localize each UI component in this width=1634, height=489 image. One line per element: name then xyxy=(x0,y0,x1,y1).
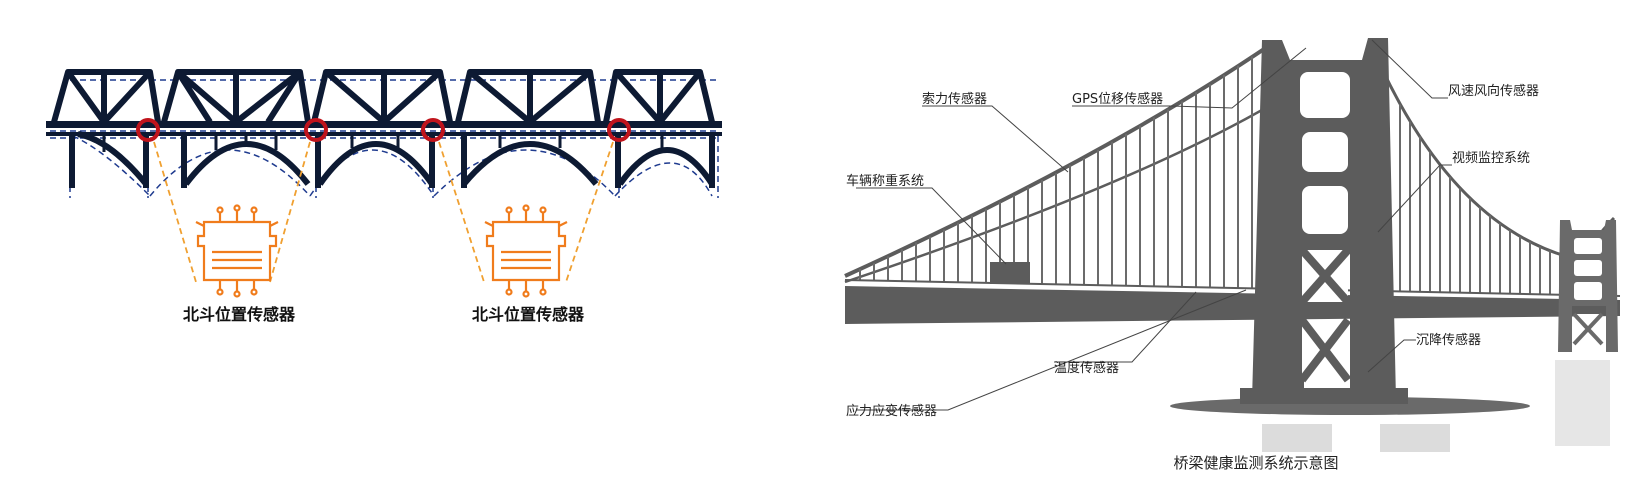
label-vehicle-weighing: 车辆称重系统 xyxy=(846,173,924,189)
upper-trusses xyxy=(51,69,715,125)
tower-bracing xyxy=(1298,247,1352,383)
beidou-sensor-icon xyxy=(484,204,568,298)
arch-hangers xyxy=(102,134,664,152)
marker-3 xyxy=(421,118,445,142)
tower-base xyxy=(1240,388,1408,404)
marker-2 xyxy=(304,118,328,142)
label-stress-strain: 应力应变传感器 xyxy=(846,403,937,419)
marker-1 xyxy=(136,118,160,142)
callout-leaders xyxy=(856,39,1452,411)
label-cable-force: 索力传感器 xyxy=(922,91,987,107)
beidou-sensor-icon xyxy=(195,204,279,298)
arches xyxy=(69,131,715,188)
diagram-caption: 桥梁健康监测系统示意图 xyxy=(1173,454,1338,472)
truss-bridge: 北斗位置传感器 北斗位置传感器 xyxy=(46,69,722,324)
label-video-monitoring: 视频监控系统 xyxy=(1452,151,1530,166)
deck-bottom xyxy=(46,132,722,136)
sensor-label-1: 北斗位置传感器 xyxy=(183,305,296,324)
suspension-bridge: 索力传感器 GPS位移传感器 风速风向传感器 车辆称重系统 视频监控系统 温度传… xyxy=(844,38,1621,472)
weigh-station xyxy=(990,262,1030,284)
bridge-reflection xyxy=(1262,360,1610,452)
far-tower-bracing xyxy=(1572,312,1604,346)
label-settlement: 沉降传感器 xyxy=(1416,332,1481,348)
label-gps-displacement: GPS位移传感器 xyxy=(1072,91,1163,107)
bridge-deck xyxy=(845,286,1620,324)
deck-top xyxy=(46,121,722,128)
label-temperature: 温度传感器 xyxy=(1054,360,1119,376)
sensor-label-2: 北斗位置传感器 xyxy=(472,305,585,324)
main-cables xyxy=(844,41,1616,284)
sensor-leaders xyxy=(153,141,614,283)
label-wind-speed-direction: 风速风向传感器 xyxy=(1448,83,1539,99)
deck-rail xyxy=(844,279,1621,297)
marker-4 xyxy=(607,118,631,142)
sensor-markers xyxy=(136,118,631,142)
